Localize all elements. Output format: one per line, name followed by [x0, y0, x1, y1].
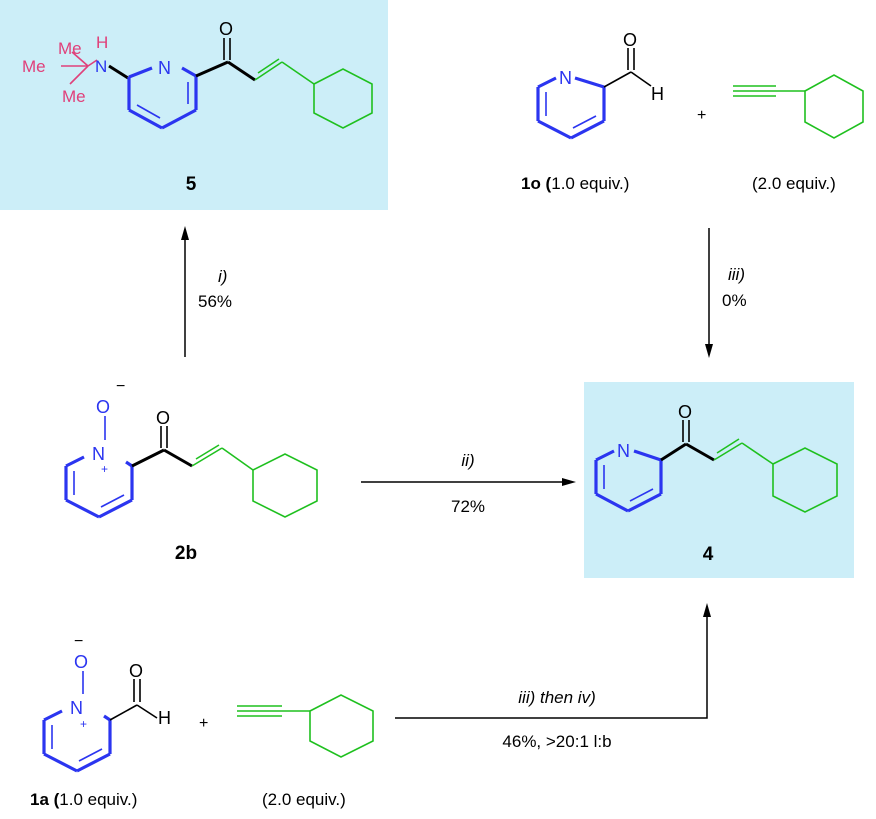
highlight-box-4 [584, 382, 854, 578]
compound-4-ring-n: N [617, 441, 630, 461]
compound-1o-label: 1o (1.0 equiv.) [521, 174, 629, 193]
compound-1o-ring-n: N [559, 68, 572, 88]
compound-5-carbonyl-o: O [219, 19, 233, 39]
alkyne-top-structure [733, 74, 864, 139]
arrow-to-5 [181, 226, 189, 357]
compound-5-ring-n: N [158, 58, 171, 78]
compound-1o-label-rest: 1.0 equiv.) [551, 174, 629, 193]
arrow-from-1a-conditions: iii) then iv) [518, 688, 595, 707]
compound-5-amine-n: N [95, 57, 107, 76]
arrow-from-1o-conditions: iii) [728, 265, 745, 284]
compound-1a-oxide-o: O [74, 652, 88, 672]
compound-2b-oxide-o: O [96, 397, 110, 417]
arrow-to-5-yield: 56% [198, 292, 232, 311]
compound-1o-label-bold: 1o ( [521, 174, 552, 193]
arrow-from-2b-conditions: ii) [461, 451, 474, 470]
arrow-from-2b [361, 478, 576, 486]
compound-2b-structure: − O N + O [64, 378, 318, 519]
highlight-box-5 [0, 0, 388, 210]
compound-4-label: 4 [703, 544, 714, 565]
arrow-from-1o [705, 228, 713, 358]
plus-sign-top: + [697, 107, 706, 124]
compound-1a-aldehyde-h: H [158, 708, 171, 728]
compound-2b-ring-charge: + [101, 462, 108, 476]
compound-2b-carbonyl-o: O [156, 408, 170, 428]
compound-1a-label-bold: 1a ( [30, 790, 60, 809]
compound-2b-ring-n: N [92, 444, 105, 464]
alkyne-bottom-label: (2.0 equiv.) [262, 790, 346, 809]
compound-1o-carbonyl-o: O [623, 30, 637, 50]
alkyne-top-label: (2.0 equiv.) [752, 174, 836, 193]
compound-1o-structure: N O H [536, 30, 664, 140]
compound-4-structure: N O [594, 402, 838, 513]
arrow-from-2b-yield: 72% [451, 497, 485, 516]
compound-1a-carbonyl-o: O [129, 661, 143, 681]
compound-5-me3: Me [62, 87, 86, 106]
arrow-from-1a [395, 603, 711, 719]
compound-5-structure: Me Me Me H N N O [22, 19, 373, 130]
compound-1a-label: 1a (1.0 equiv.) [30, 790, 137, 809]
compound-1a-structure: − O N + O H [42, 633, 171, 773]
compound-1a-ring-n: N [70, 698, 83, 718]
arrow-from-1o-yield: 0% [722, 291, 747, 310]
compound-5-me2: Me [22, 57, 46, 76]
compound-1a-oxide-charge: − [74, 633, 83, 650]
plus-sign-bottom: + [199, 715, 208, 732]
compound-5-me1: Me [58, 39, 82, 58]
compound-1a-label-rest: 1.0 equiv.) [59, 790, 137, 809]
compound-1a-ring-charge: + [80, 717, 87, 731]
compound-1o-aldehyde-h: H [651, 84, 664, 104]
compound-5-amine-h: H [96, 33, 108, 52]
arrow-to-5-conditions: i) [218, 267, 227, 286]
compound-2b-oxide-charge: − [116, 378, 125, 395]
alkyne-bottom-structure [237, 694, 374, 758]
compound-2b-label: 2b [175, 543, 197, 564]
compound-4-carbonyl-o: O [678, 402, 692, 422]
arrow-from-1a-yield: 46%, >20:1 l:b [502, 732, 611, 751]
compound-5-label: 5 [186, 174, 197, 195]
